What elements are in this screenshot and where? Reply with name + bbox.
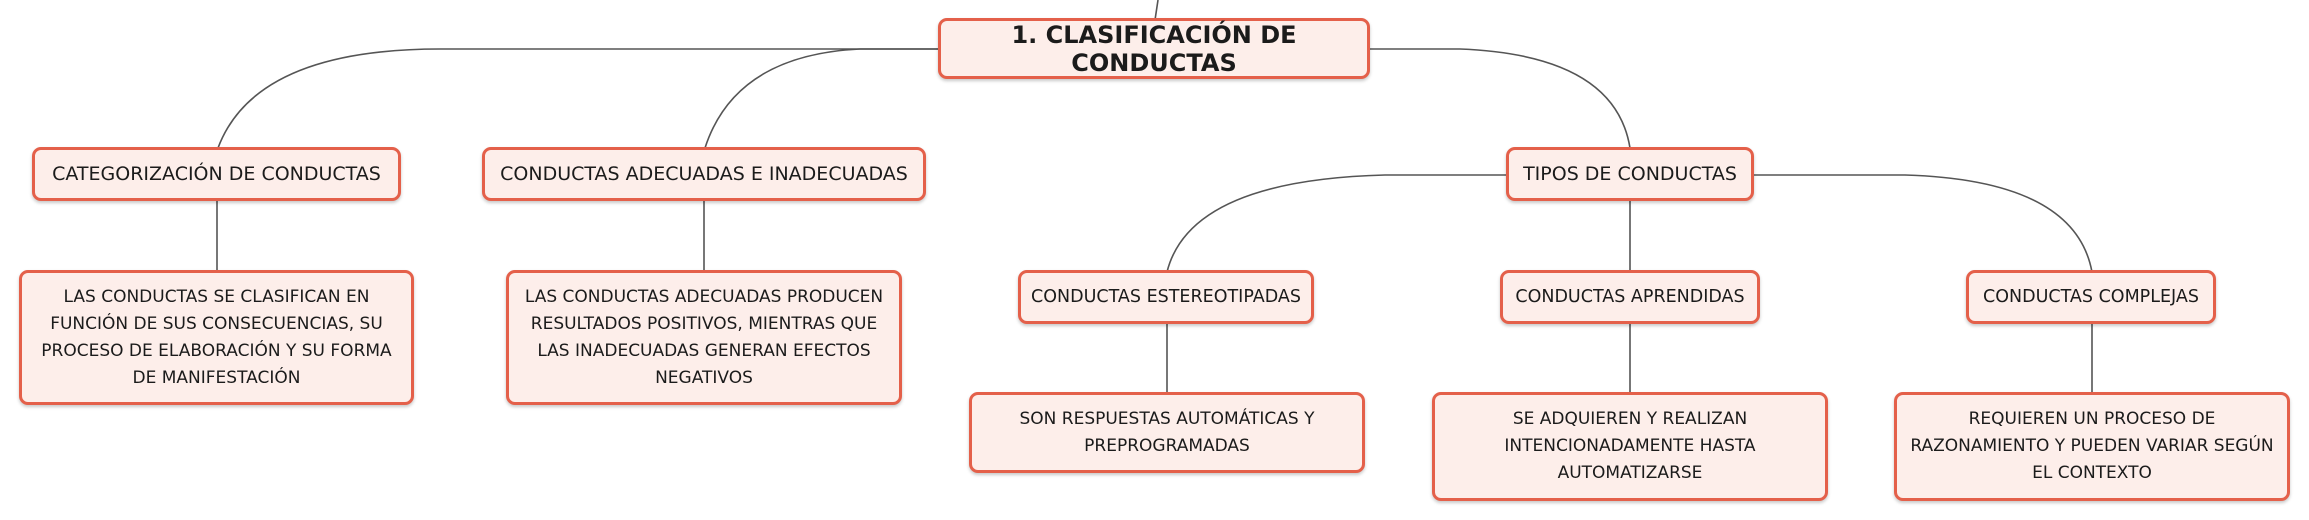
node-description: SE ADQUIEREN Y REALIZAN INTENCIONADAMENT… bbox=[1504, 409, 1756, 483]
desc-estereotipadas[interactable]: SON RESPUESTAS AUTOMÁTICAS Y PREPROGRAMA… bbox=[969, 392, 1365, 473]
node-label: CONDUCTAS ADECUADAS E INADECUADAS bbox=[500, 163, 908, 185]
root-node[interactable]: 1. CLASIFICACIÓN DE CONDUCTAS bbox=[938, 18, 1370, 79]
node-description: LAS CONDUCTAS SE CLASIFICAN EN FUNCIÓN D… bbox=[41, 286, 392, 388]
node-description: REQUIEREN UN PROCESO DE RAZONAMIENTO Y P… bbox=[1910, 409, 2274, 483]
desc-categorizacion[interactable]: LAS CONDUCTAS SE CLASIFICAN EN FUNCIÓN D… bbox=[19, 270, 414, 405]
node-categorizacion[interactable]: CATEGORIZACIÓN DE CONDUCTAS bbox=[32, 147, 401, 201]
node-label: CONDUCTAS ESTEREOTIPADAS bbox=[1031, 287, 1301, 307]
node-description: SON RESPUESTAS AUTOMÁTICAS Y PREPROGRAMA… bbox=[1019, 408, 1315, 456]
node-label: CATEGORIZACIÓN DE CONDUCTAS bbox=[52, 163, 381, 185]
node-description: LAS CONDUCTAS ADECUADAS PRODUCEN RESULTA… bbox=[524, 286, 884, 388]
node-estereotipadas[interactable]: CONDUCTAS ESTEREOTIPADAS bbox=[1018, 270, 1314, 324]
node-aprendidas[interactable]: CONDUCTAS APRENDIDAS bbox=[1500, 270, 1760, 324]
node-label: CONDUCTAS APRENDIDAS bbox=[1515, 287, 1745, 307]
node-complejas[interactable]: CONDUCTAS COMPLEJAS bbox=[1966, 270, 2216, 324]
desc-adecuadas-inadecuadas[interactable]: LAS CONDUCTAS ADECUADAS PRODUCEN RESULTA… bbox=[506, 270, 902, 405]
node-label: TIPOS DE CONDUCTAS bbox=[1523, 163, 1737, 185]
connector-tipos-estereotipadas bbox=[1166, 174, 1508, 273]
connector-root-adecuadas bbox=[704, 48, 938, 149]
connector-tipos-complejas bbox=[1752, 174, 2093, 273]
root-label: 1. CLASIFICACIÓN DE CONDUCTAS bbox=[1011, 20, 1297, 77]
connector-root-parent bbox=[1154, 0, 1159, 21]
connector-root-tipos bbox=[1368, 48, 1631, 149]
connector-root-categorizacion bbox=[217, 48, 938, 149]
node-tipos-conductas[interactable]: TIPOS DE CONDUCTAS bbox=[1506, 147, 1754, 201]
desc-complejas[interactable]: REQUIEREN UN PROCESO DE RAZONAMIENTO Y P… bbox=[1894, 392, 2290, 501]
desc-aprendidas[interactable]: SE ADQUIEREN Y REALIZAN INTENCIONADAMENT… bbox=[1432, 392, 1828, 501]
node-adecuadas-inadecuadas[interactable]: CONDUCTAS ADECUADAS E INADECUADAS bbox=[482, 147, 926, 201]
node-label: CONDUCTAS COMPLEJAS bbox=[1983, 287, 2199, 307]
